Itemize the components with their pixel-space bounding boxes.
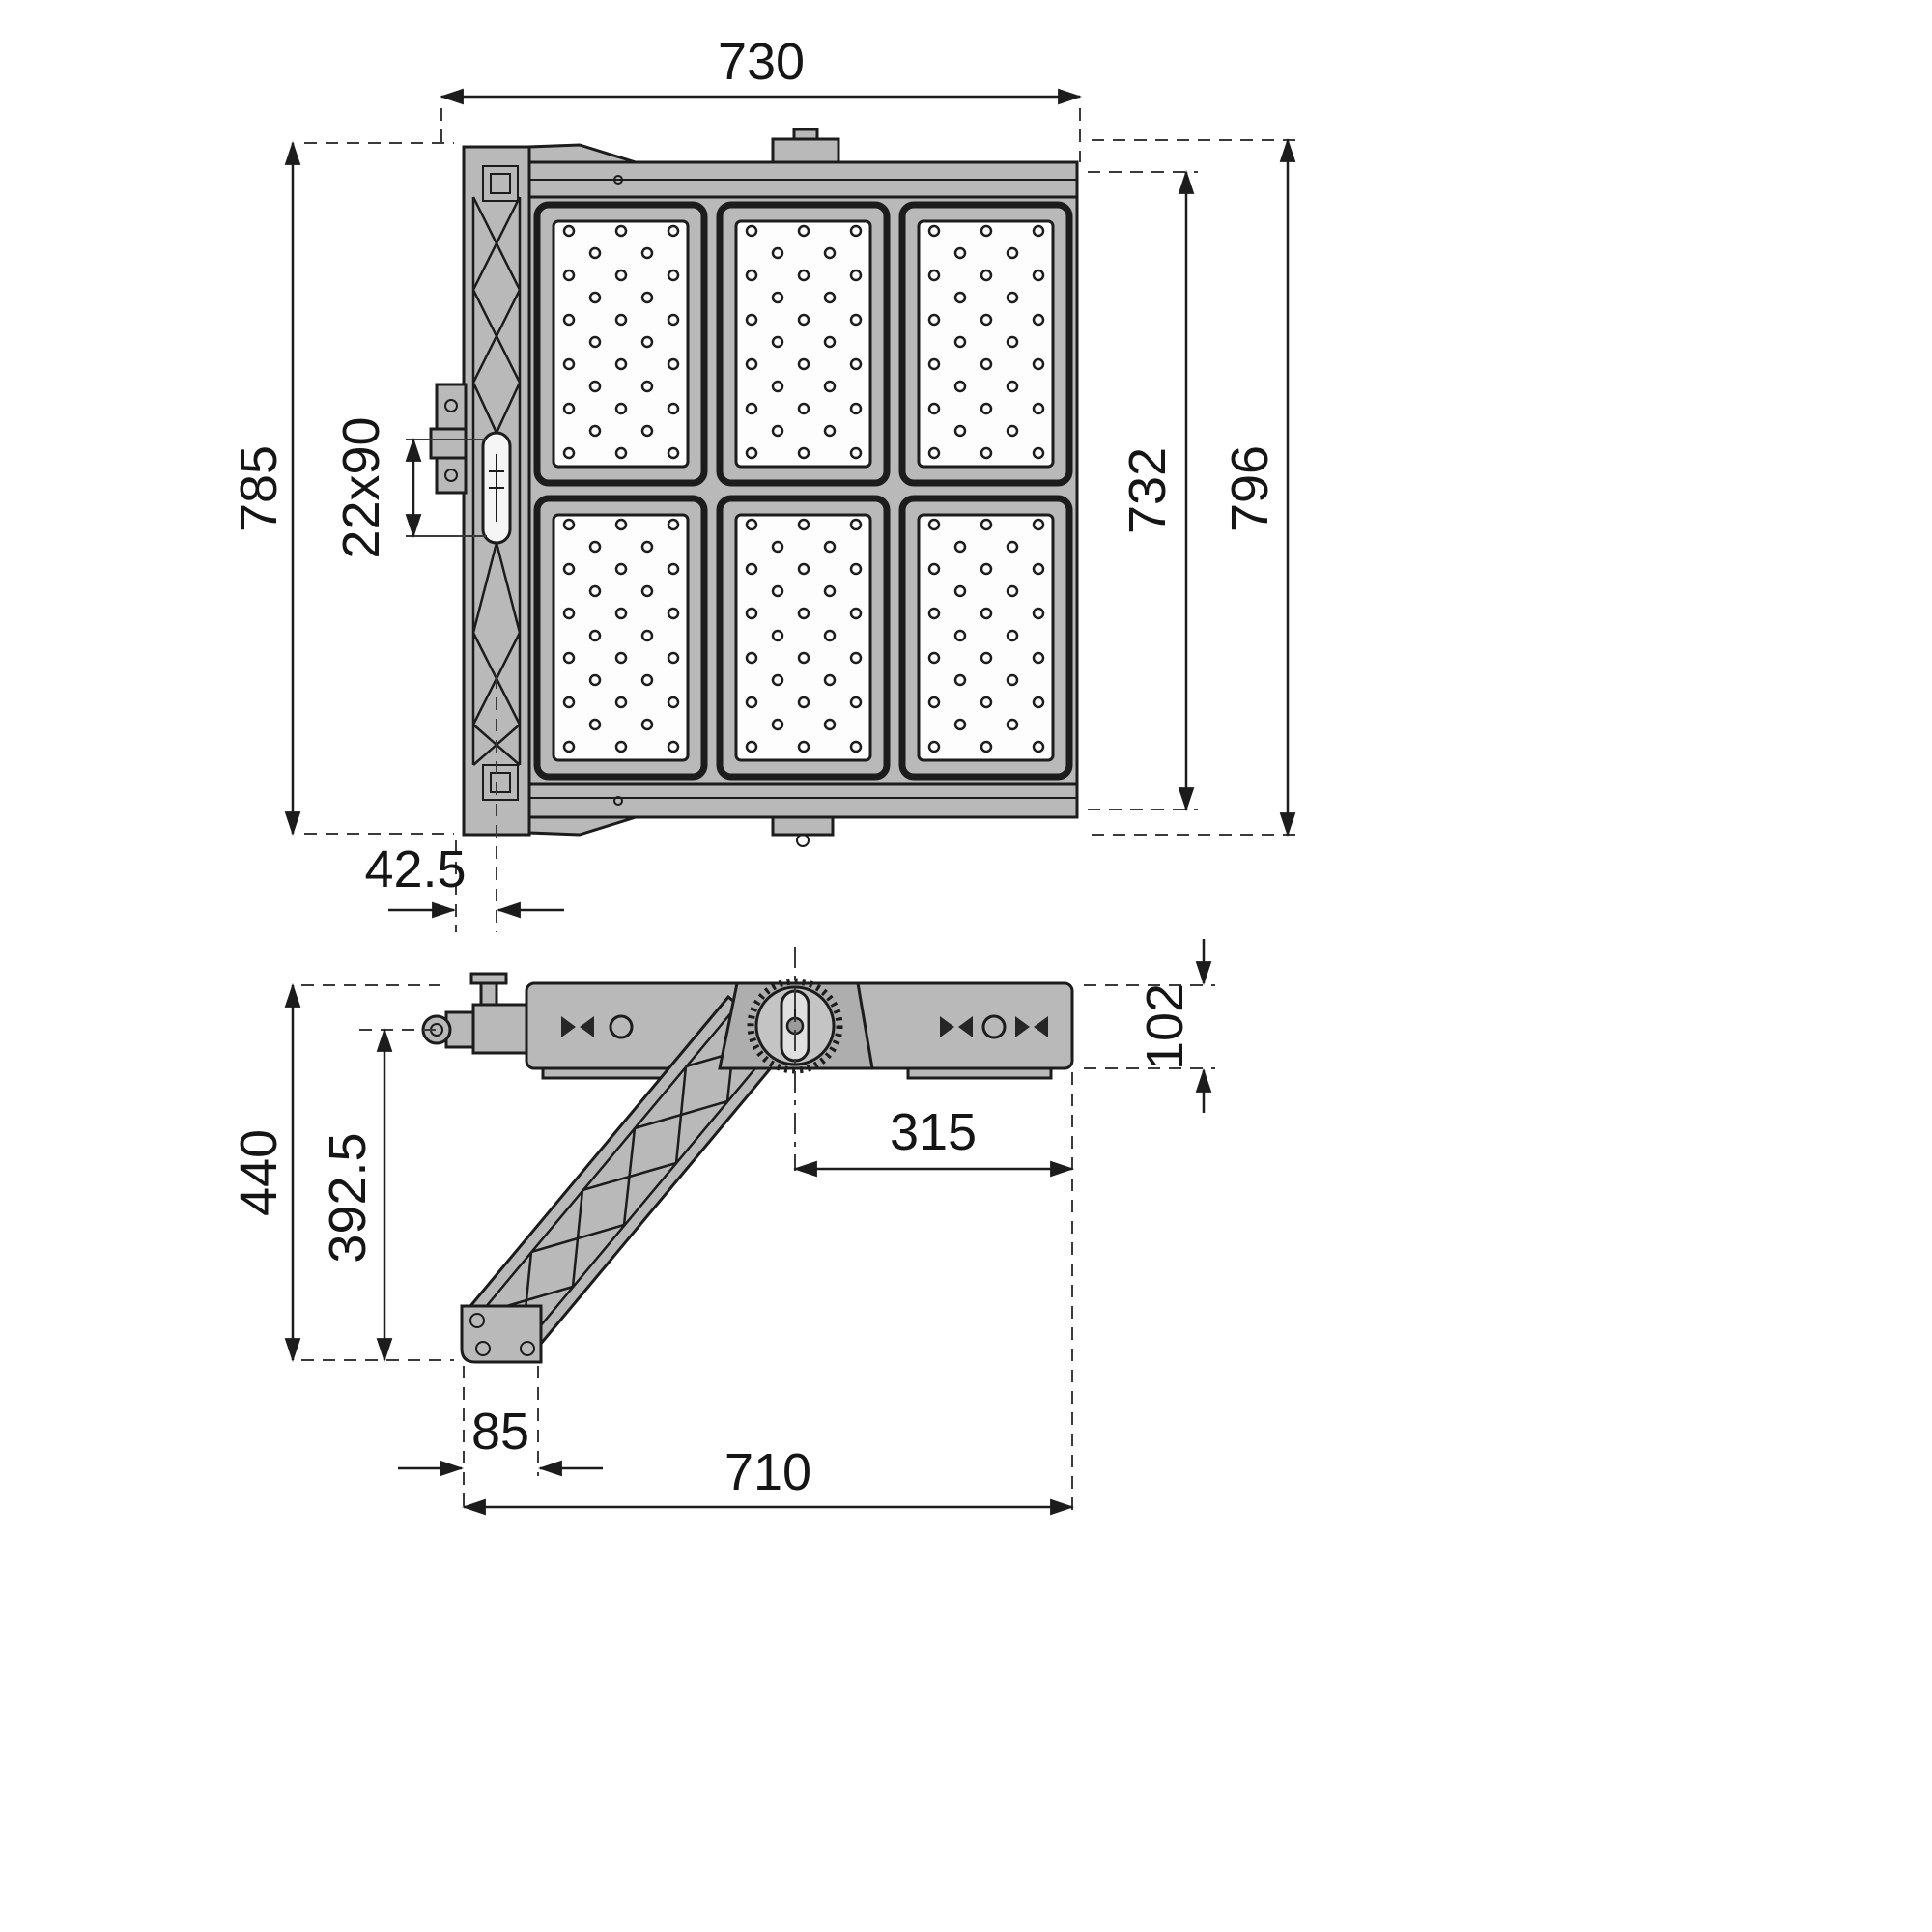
dim-pivot-offset: 315 [792,1072,1075,1515]
adjustment-clamp [429,383,468,495]
led-panel [537,205,704,483]
top-screw [613,175,623,185]
dim-slot-size: 22x90 [332,416,487,559]
led-panel [537,498,704,777]
corner-block-top [482,165,519,202]
front-dimensions: 730 785 22x90 732 796 [230,33,1299,932]
front-view-floodlight [429,128,1079,847]
dim-label-796: 796 [1221,445,1279,532]
dim-label-710: 710 [724,1443,811,1501]
dim-housing-depth: 102 [1084,939,1215,1113]
dim-label-392-5: 392.5 [319,1132,377,1263]
base-plate [460,1304,543,1364]
dim-label-42-5: 42.5 [364,840,466,898]
led-panel [902,498,1069,777]
dim-label-730: 730 [718,33,805,91]
corner-block-bottom [482,764,519,801]
dim-foot-width: 85 [398,1366,603,1515]
dim-bracket-offset: 42.5 [364,676,564,932]
dim-label-732: 732 [1119,447,1177,534]
cable-gland [421,972,528,1055]
dim-label-102: 102 [1136,983,1194,1070]
dim-label-785: 785 [230,445,288,532]
dim-overall-width: 730 [439,33,1083,162]
knurled-ring [747,978,843,1074]
housing-fasteners [561,1014,1048,1039]
dim-housing-height: 785 [230,140,454,837]
led-panel [902,205,1069,483]
top-tab [771,137,840,164]
dim-label-315: 315 [890,1103,977,1161]
bottom-bar [527,782,1079,819]
dim-overall-depth: 710 [461,1443,1075,1516]
dim-label-22x90: 22x90 [332,416,390,558]
side-view-floodlight [421,947,1074,1364]
housing-foot-right [906,1066,1053,1080]
dim-overall-height: 796 [1092,137,1299,838]
bottom-screw [613,796,623,806]
dim-label-85: 85 [471,1403,529,1461]
led-panel [720,498,887,777]
led-panel [720,205,887,483]
mounting-lattice [462,145,531,837]
bottom-tab [771,815,835,837]
tilt-pivot [747,978,843,1074]
bottom-tab-bolt [796,834,810,847]
dim-inner-height: 732 [1088,169,1198,812]
dim-label-440: 440 [230,1129,288,1216]
side-dimensions: 102 315 440 392.5 85 710 [230,939,1215,1516]
dim-pivot-height: 392.5 [319,1027,440,1363]
